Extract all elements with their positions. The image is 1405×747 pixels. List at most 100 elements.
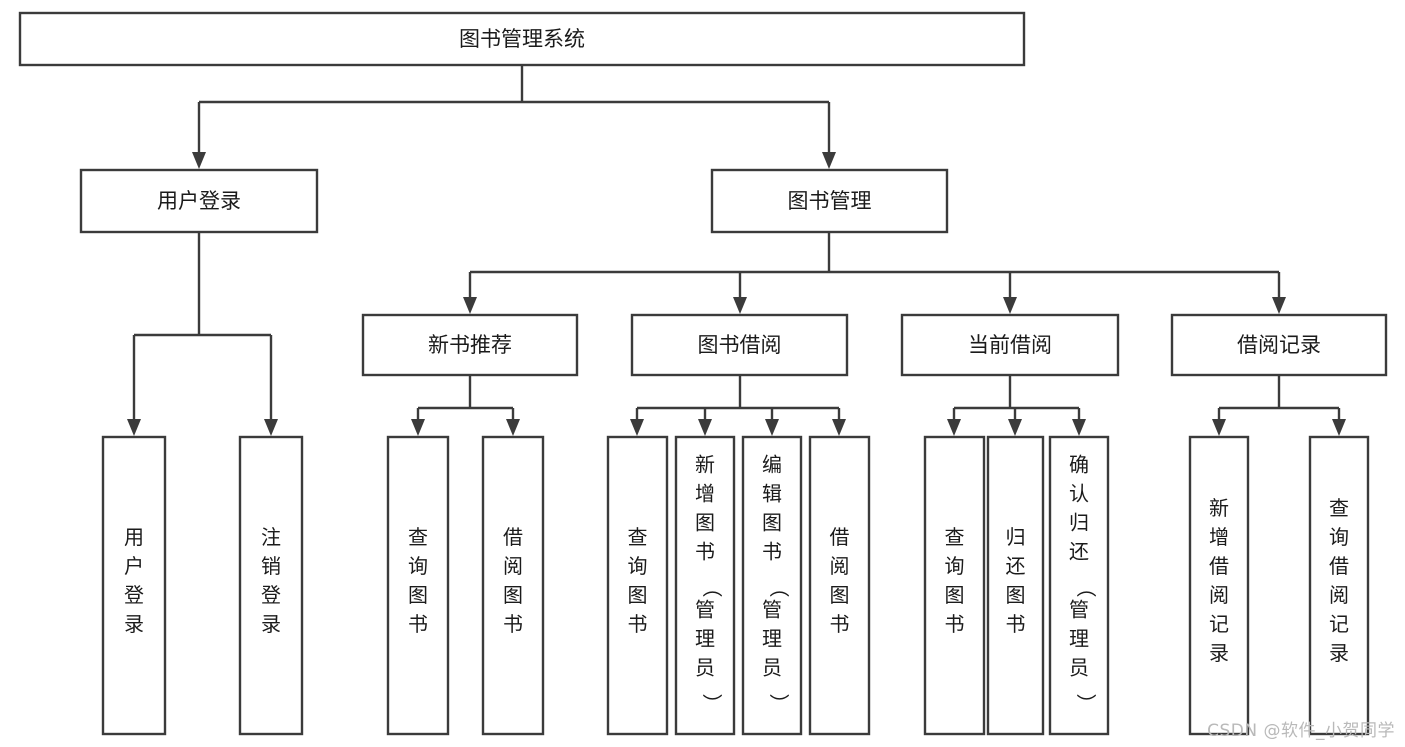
- connector-borrow-to-leaves: [630, 375, 846, 436]
- node-box-leaf[interactable]: [1048, 435, 1110, 736]
- connector-arrow-icon: [698, 419, 712, 436]
- node-label-char: 查: [628, 525, 648, 549]
- node-borrow-record[interactable]: 借阅记录: [1170, 313, 1388, 377]
- node-label-char: 认: [1069, 482, 1089, 506]
- connector-recommend-to-leaves: [411, 375, 520, 436]
- node-label-char: 查: [945, 525, 965, 549]
- node-label: 用户登录: [157, 189, 241, 213]
- node-user-login[interactable]: 用户登录: [79, 168, 319, 234]
- node-box-leaf[interactable]: [101, 435, 167, 736]
- node-label-char: 管: [762, 598, 782, 622]
- node-label-char: 管: [695, 598, 715, 622]
- node-label-char: 借: [503, 525, 523, 549]
- node-label-char: 理: [762, 627, 782, 651]
- node-box-level2[interactable]: [79, 168, 319, 234]
- connector-arrow-icon: [1003, 297, 1017, 314]
- node-label-char: 图: [628, 583, 648, 607]
- node-label-char: 登: [261, 583, 281, 607]
- node-book-borrow[interactable]: 图书借阅: [630, 313, 849, 377]
- node-new-book-recommend[interactable]: 新书推荐: [361, 313, 579, 377]
- node-label-char: 记: [1209, 612, 1229, 636]
- node-label-char: 登: [124, 583, 144, 607]
- node-label-char: 借: [1209, 554, 1229, 578]
- node-label: 借阅记录: [1237, 333, 1321, 357]
- connector-arrow-icon: [463, 297, 477, 314]
- node-label-char: 还: [1006, 554, 1026, 578]
- node-box-leaf[interactable]: [674, 435, 736, 736]
- node-box-leaf[interactable]: [386, 435, 450, 736]
- node-box-leaf[interactable]: [606, 435, 669, 736]
- node-current-borrow[interactable]: 当前借阅: [900, 313, 1120, 377]
- node-label-char: 询: [628, 554, 648, 578]
- node-label-char: 录: [124, 612, 144, 636]
- node-label-char: 查: [1329, 496, 1349, 520]
- node-box-level3[interactable]: [630, 313, 849, 377]
- node-label-char: 销: [261, 554, 281, 578]
- connector-arrow-icon: [765, 419, 779, 436]
- node-box-leaf[interactable]: [238, 435, 304, 736]
- node-label-char: 借: [830, 525, 850, 549]
- connector-arrow-icon: [192, 152, 206, 169]
- node-label-char: 归: [1069, 511, 1089, 535]
- node-label-char: 询: [1329, 525, 1349, 549]
- node-label-char: 阅: [1329, 583, 1349, 607]
- node-label: 新书推荐: [428, 333, 512, 357]
- connector-bookmanage-to-level3: [463, 232, 1286, 314]
- node-label: 当前借阅: [968, 333, 1052, 357]
- node-label-char: 理: [1069, 627, 1089, 651]
- node-label-char: 编: [762, 453, 782, 477]
- node-box-root[interactable]: [18, 11, 1026, 67]
- node-label-char: 新: [1209, 496, 1229, 520]
- connector-arrow-icon: [1072, 419, 1086, 436]
- node-label-char: （: [700, 578, 724, 598]
- nodes-layer: 图书管理系统用户登录图书管理新书推荐图书借阅当前借阅借阅记录用户登录注销登录查询…: [18, 11, 1388, 736]
- node-label-char: 书: [695, 540, 715, 564]
- node-box-level3[interactable]: [361, 313, 579, 377]
- node-box-leaf[interactable]: [923, 435, 986, 736]
- node-book-manage[interactable]: 图书管理: [710, 168, 949, 234]
- node-box-level2[interactable]: [710, 168, 949, 234]
- connector-arrow-icon: [1272, 297, 1286, 314]
- node-label-char: 归: [1006, 525, 1026, 549]
- node-label-char: 户: [124, 554, 144, 578]
- node-label-char: 书: [408, 612, 428, 636]
- node-box-leaf[interactable]: [808, 435, 871, 736]
- node-label: 图书借阅: [698, 333, 782, 357]
- node-label-char: ）: [1074, 694, 1098, 714]
- connector-arrow-icon: [1332, 419, 1346, 436]
- connector-arrow-icon: [411, 419, 425, 436]
- node-label-char: 员: [695, 656, 715, 680]
- node-box-leaf[interactable]: [741, 435, 803, 736]
- node-label-char: 录: [261, 612, 281, 636]
- connector-arrow-icon: [822, 152, 836, 169]
- node-label-char: 确: [1069, 453, 1089, 477]
- node-label-char: 增: [1209, 525, 1229, 549]
- node-box-leaf[interactable]: [986, 435, 1045, 736]
- node-box-level3[interactable]: [1170, 313, 1388, 377]
- node-leaf-user-login[interactable]: 用户登录: [101, 435, 167, 736]
- connector-arrow-icon: [832, 419, 846, 436]
- node-label-char: 书: [503, 612, 523, 636]
- node-label-char: 理: [695, 627, 715, 651]
- node-label-char: 辑: [762, 482, 782, 506]
- connector-userlogin-to-leaves: [127, 232, 278, 436]
- node-label-char: 新: [695, 453, 715, 477]
- node-box-leaf[interactable]: [1308, 435, 1370, 736]
- node-root[interactable]: 图书管理系统: [18, 11, 1026, 67]
- node-label-char: 询: [945, 554, 965, 578]
- node-box-level3[interactable]: [900, 313, 1120, 377]
- node-box-leaf[interactable]: [481, 435, 545, 736]
- node-box-leaf[interactable]: [1188, 435, 1250, 736]
